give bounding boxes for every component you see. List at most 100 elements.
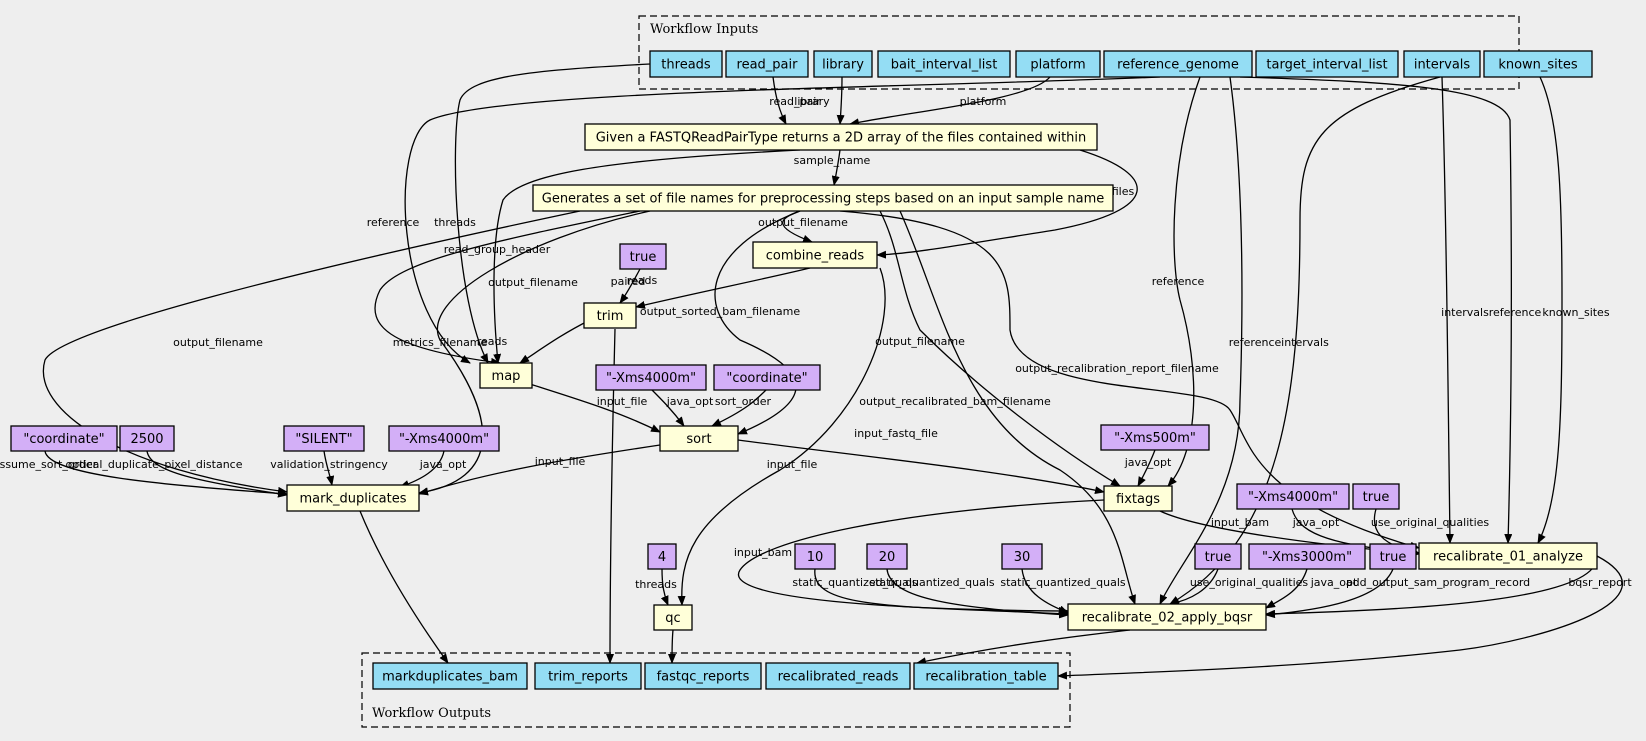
node-read-pair[interactable]: read_pair — [725, 50, 809, 78]
node-fixtags[interactable]: fixtags — [1103, 485, 1173, 512]
node-label: "-Xms4000m" — [399, 432, 489, 447]
edge-label-e14: output_sorted_bam_filename — [640, 305, 800, 318]
node-label: reference_genome — [1117, 58, 1239, 73]
edge-label-e29: input_fastq_file — [854, 427, 938, 440]
node-box — [388, 425, 500, 452]
node-box — [583, 302, 637, 329]
node-filenames[interactable]: Generates a set of file names for prepro… — [532, 184, 1114, 212]
workflow-outputs-title: Workflow Outputs — [372, 706, 491, 721]
node-true-rc[interactable]: true — [1352, 483, 1400, 510]
node-recal2[interactable]: recalibrate_02_apply_bqsr — [1067, 603, 1267, 631]
node-recalibration-table[interactable]: recalibration_table — [913, 662, 1059, 690]
edge-label-e36: reference — [1489, 306, 1542, 319]
node-box — [752, 241, 878, 269]
node-n10[interactable]: 10 — [794, 543, 836, 570]
edge-e13 — [519, 319, 591, 364]
node-label: read_pair — [737, 58, 799, 73]
edge-e12 — [635, 267, 811, 309]
node-label: "-Xms500m" — [1114, 431, 1196, 446]
edge-e10 — [42, 210, 581, 495]
edge-e16 — [651, 389, 685, 427]
edge-label-e11: paired — [611, 275, 646, 288]
edge-label-e28: reference — [1152, 275, 1205, 288]
edge-e36 — [1239, 76, 1513, 544]
node-label: 2500 — [130, 432, 163, 447]
node-box — [1418, 542, 1598, 570]
node-label: sort — [686, 432, 711, 447]
node-xms3000[interactable]: "-Xms3000m" — [1248, 543, 1366, 570]
node-n2500[interactable]: 2500 — [119, 425, 175, 452]
edge-label-e7: reference — [367, 216, 420, 229]
node-n30[interactable]: 30 — [1001, 543, 1043, 570]
node-recalibrated-reads[interactable]: recalibrated_reads — [765, 662, 911, 690]
node-label: true — [1205, 550, 1232, 565]
node-xms4000-md[interactable]: "-Xms4000m" — [388, 425, 500, 452]
edge-label-e45: use_original_qualities — [1190, 576, 1309, 589]
node-true-aos[interactable]: true — [1369, 543, 1417, 570]
edge-label-e1: read_pair — [769, 95, 821, 108]
node-bait-interval-list[interactable]: bait_interval_list — [877, 50, 1011, 78]
node-label: combine_reads — [766, 249, 865, 264]
node-n4[interactable]: 4 — [647, 543, 677, 570]
node-true-uoq[interactable]: true — [1194, 543, 1242, 570]
node-trim-reports[interactable]: trim_reports — [534, 662, 642, 690]
edge-label-e34: intervals — [1281, 336, 1329, 349]
node-box — [647, 543, 677, 570]
node-intervals[interactable]: intervals — [1403, 50, 1481, 78]
node-n20[interactable]: 20 — [866, 543, 908, 570]
node-box — [1483, 50, 1593, 78]
node-known-sites[interactable]: known_sites — [1483, 50, 1593, 78]
edge-e7 — [404, 76, 1161, 364]
node-fastqc-reports[interactable]: fastqc_reports — [644, 662, 762, 690]
edge-e48 — [1265, 555, 1598, 618]
node-box — [1403, 50, 1481, 78]
node-label: 20 — [879, 550, 896, 565]
node-coord-sort[interactable]: "coordinate" — [713, 364, 821, 391]
node-trim[interactable]: trim — [583, 302, 637, 329]
node-markduplicates-bam[interactable]: markduplicates_bam — [372, 662, 528, 690]
edge-label-e17: sort_order — [715, 395, 772, 408]
node-label: qc — [665, 611, 680, 626]
node-threads[interactable]: threads — [649, 50, 723, 78]
node-mark-duplicates[interactable]: mark_duplicates — [286, 484, 420, 512]
workflow-inputs-title: Workflow Inputs — [650, 22, 758, 37]
node-box — [595, 364, 707, 391]
node-qc[interactable]: qc — [653, 604, 693, 631]
edge-label-e41: input_bam — [734, 546, 792, 559]
node-combine-reads[interactable]: combine_reads — [752, 241, 878, 269]
node-sort[interactable]: sort — [659, 425, 739, 452]
edge-e30 — [660, 568, 669, 606]
node-xms500[interactable]: "-Xms500m" — [1100, 424, 1210, 451]
node-box — [1248, 543, 1366, 570]
node-label: 10 — [807, 550, 824, 565]
node-box — [877, 50, 1011, 78]
edge-label-e30: threads — [635, 578, 677, 591]
node-coord-md[interactable]: "coordinate" — [10, 425, 118, 452]
edge-e3 — [849, 76, 1051, 127]
edge-e23 — [323, 450, 335, 486]
node-label: 4 — [658, 550, 666, 565]
edge-e14 — [714, 210, 801, 435]
node-xms4000-rc[interactable]: "-Xms4000m" — [1236, 483, 1350, 510]
node-silent[interactable]: "SILENT" — [283, 425, 365, 452]
edge-label-e10: output_filename — [173, 336, 263, 349]
node-true-paired[interactable]: true — [619, 243, 667, 270]
node-box — [1352, 483, 1400, 510]
node-fastq[interactable]: Given a FASTQReadPairType returns a 2D a… — [584, 123, 1098, 151]
edge-e15 — [529, 383, 661, 433]
edge-label-e15: input_file — [597, 395, 648, 408]
node-xms4000-sort[interactable]: "-Xms4000m" — [595, 364, 707, 391]
edge-e27 — [1137, 449, 1156, 487]
edge-e21 — [44, 450, 288, 498]
node-reference-genome[interactable]: reference_genome — [1103, 50, 1253, 78]
edge-label-e37: known_sites — [1542, 306, 1609, 319]
node-platform[interactable]: platform — [1015, 50, 1101, 78]
edge-label-e24: java_opt — [419, 458, 467, 471]
node-target-interval-list[interactable]: target_interval_list — [1255, 50, 1399, 78]
node-map[interactable]: map — [479, 362, 533, 389]
node-recal1[interactable]: recalibrate_01_analyze — [1418, 542, 1598, 570]
node-library[interactable]: library — [813, 50, 873, 78]
node-label: "coordinate" — [23, 432, 104, 447]
node-label: "SILENT" — [295, 432, 352, 447]
edge-e44 — [1021, 568, 1069, 614]
